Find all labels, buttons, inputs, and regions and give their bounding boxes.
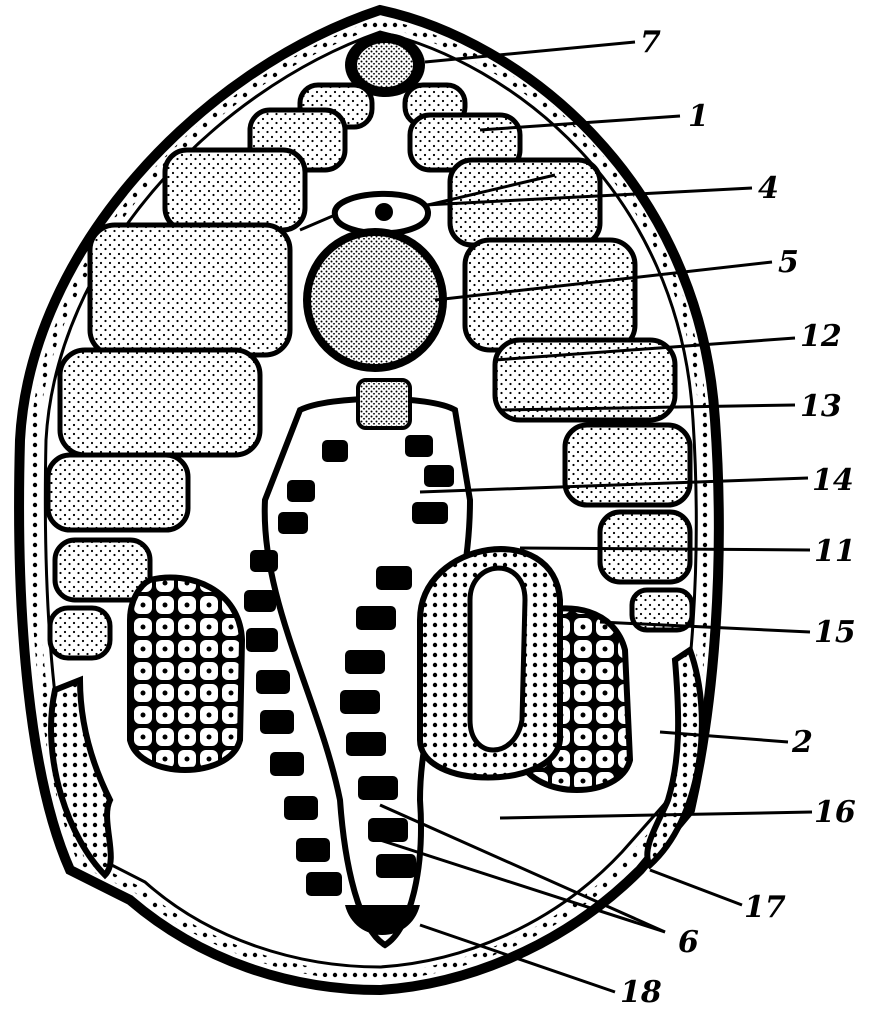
label-16: 16 (814, 798, 856, 828)
gut-loop (420, 549, 560, 777)
label-5: 5 (778, 248, 799, 278)
label-15: 15 (814, 618, 856, 648)
label-11: 11 (814, 537, 856, 567)
label-7: 7 (640, 28, 661, 58)
label-17: 17 (744, 893, 786, 923)
label-14: 14 (812, 466, 854, 496)
label-6: 6 (678, 928, 699, 958)
label-2: 2 (792, 728, 813, 758)
label-18: 18 (620, 978, 662, 1008)
label-4: 4 (758, 174, 779, 204)
label-1: 1 (688, 102, 709, 132)
label-12: 12 (800, 322, 842, 352)
label-13: 13 (800, 392, 842, 422)
left-gonad (130, 578, 242, 771)
notochord (303, 228, 447, 372)
